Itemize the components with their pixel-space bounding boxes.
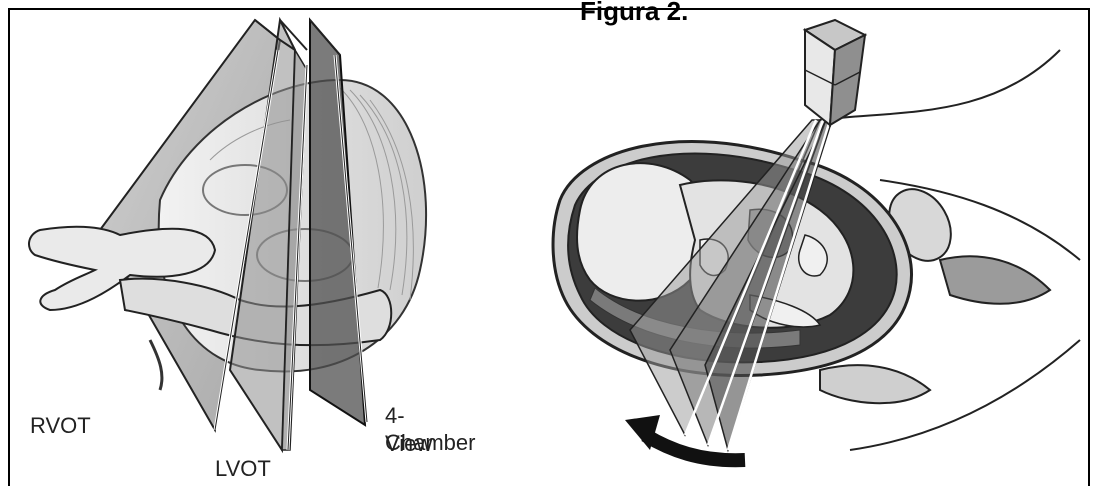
rvot-label: RVOT [30,412,91,439]
four-chamber-label-line2: View [385,430,432,457]
fetus-illustration-icon [520,10,1090,480]
heart-panel: RVOT LVOT 4-Chamber View [10,10,490,480]
ultrasound-probe-icon [805,20,865,125]
fetus-panel [520,10,1090,480]
lvot-label: LVOT [215,455,271,482]
